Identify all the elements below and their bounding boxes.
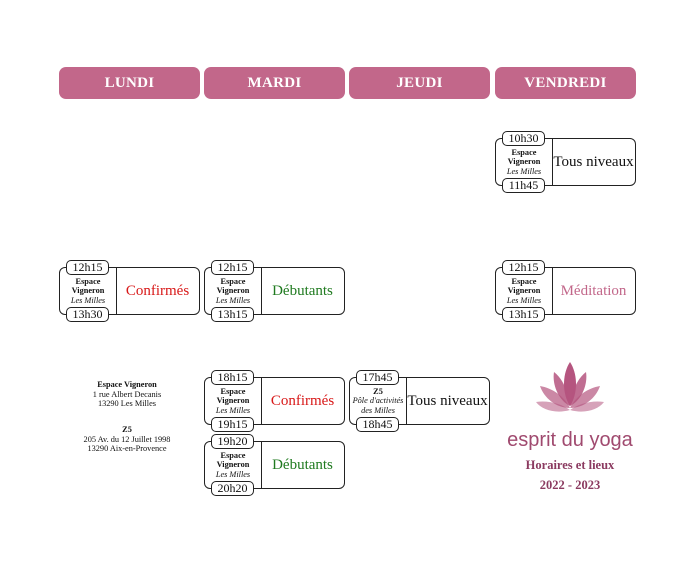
address-line1: 1 rue Albert Decanis [92,389,162,399]
class-name: Confirmés [125,282,190,299]
class-name: Débutants [272,456,333,473]
venue-city: Pôle d'activités des Milles [352,396,404,415]
start-time: 12h15 [211,260,254,275]
end-time: 11h45 [502,178,545,193]
class-name: Tous niveaux [553,153,634,170]
start-time: 19h20 [211,434,254,449]
venue: Espace Vigneron Les Milles [205,268,262,314]
class-slot-lundi-1215[interactable]: Espace Vigneron Les Milles Confirmés 12h… [59,260,200,322]
class-name: Confirmés [270,392,335,409]
day-header-lundi: LUNDI [59,67,200,99]
class-slot-mardi-1215[interactable]: Espace Vigneron Les Milles Débutants 12h… [204,260,345,322]
lotus-icon [536,362,604,412]
start-time: 17h45 [356,370,399,385]
start-time: 12h15 [502,260,545,275]
venue: Espace Vigneron Les Milles [496,268,553,314]
venue-name: Espace Vigneron [71,276,105,296]
class-slot-vendredi-1215[interactable]: Espace Vigneron Les Milles Méditation 12… [495,260,636,322]
venue-city: Les Milles [215,405,251,415]
end-time: 13h30 [66,307,109,322]
venue: Espace Vigneron Les Milles [496,139,553,185]
brand-subtitle: Horaires et lieux [525,458,615,472]
venue: Espace Vigneron Les Milles [205,378,262,424]
venue-name: Z5 [373,386,383,396]
venue-name: Espace Vigneron [216,450,250,470]
end-time: 13h15 [211,307,254,322]
venue-name: Espace Vigneron [216,276,250,296]
venue: Z5 Pôle d'activités des Milles [350,378,407,424]
brand-name: esprit du yoga [507,429,633,451]
address-espace-vigneron: Espace Vigneron 1 rue Albert Decanis 132… [62,380,192,409]
venue: Espace Vigneron Les Milles [60,268,117,314]
class-name: Débutants [272,282,333,299]
address-line2: 13290 Les Milles [97,399,157,409]
class-slot-mardi-1920[interactable]: Espace Vigneron Les Milles Débutants 19h… [204,434,345,496]
class-slot-jeudi-1745[interactable]: Z5 Pôle d'activités des Milles Tous nive… [349,370,490,432]
end-time: 13h15 [502,307,545,322]
venue: Espace Vigneron Les Milles [205,442,262,488]
venue-city: Les Milles [70,295,106,305]
start-time: 18h15 [211,370,254,385]
class-slot-mardi-1815[interactable]: Espace Vigneron Les Milles Confirmés 18h… [204,370,345,432]
class-name: Tous niveaux [407,392,488,409]
start-time: 10h30 [502,131,545,146]
class-slot-vendredi-1030[interactable]: Espace Vigneron Les Milles Tous niveaux … [495,131,636,193]
address-line2: 13290 Aix-en-Provence [87,444,167,454]
class-name: Méditation [560,282,627,299]
venue-name: Espace Vigneron [507,147,541,167]
address-name: Espace Vigneron [97,380,157,389]
address-z5: Z5 205 Av. du 12 Juillet 1998 13290 Aix-… [62,425,192,454]
address-name: Z5 [122,425,132,434]
day-header-jeudi: JEUDI [349,67,490,99]
end-time: 18h45 [356,417,399,432]
address-line1: 205 Av. du 12 Juillet 1998 [83,434,171,444]
brand-logo: esprit du yoga Horaires et lieux 2022 - … [505,360,635,492]
brand-season: 2022 - 2023 [539,478,601,492]
venue-city: Les Milles [215,469,251,479]
end-time: 20h20 [211,481,254,496]
day-header-mardi: MARDI [204,67,345,99]
venue-name: Espace Vigneron [216,386,250,406]
day-header-vendredi: VENDREDI [495,67,636,99]
start-time: 12h15 [66,260,109,275]
venue-name: Espace Vigneron [507,276,541,296]
venue-city: Les Milles [215,295,251,305]
end-time: 19h15 [211,417,254,432]
venue-city: Les Milles [506,295,542,305]
venue-city: Les Milles [506,166,542,176]
